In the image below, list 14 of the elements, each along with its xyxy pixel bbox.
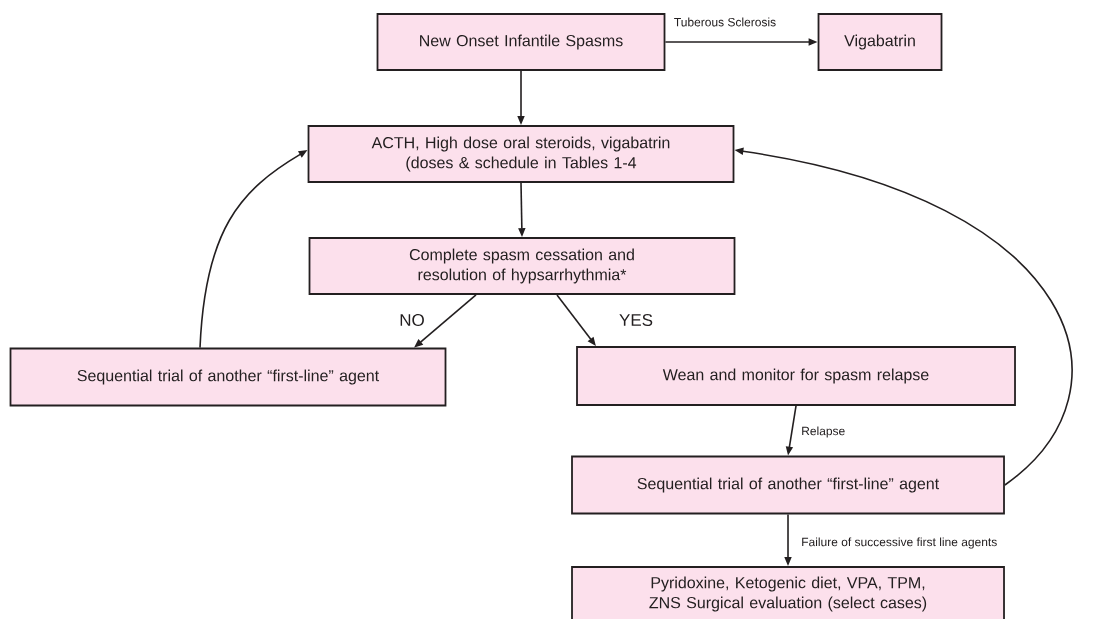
process-box: Sequential trial of another “first-line” agent <box>571 455 1005 515</box>
arrow <box>556 294 596 346</box>
process-box: Sequential trial of another “first-line” agent <box>9 347 447 407</box>
process-box: New Onset Infantile Spasms <box>376 13 666 71</box>
edge-label: YES <box>618 313 654 328</box>
edge-label: Tuberous Sclerosis <box>672 16 778 28</box>
process-box: Pyridoxine, Ketogenic diet, VPA, TPM, ZNS Surgical evaluation (select cases) <box>571 566 1005 619</box>
process-box: Wean and monitor for spasm relapse <box>576 346 1016 406</box>
edge-label: NO <box>398 313 426 328</box>
process-box: ACTH, High dose oral steroids, vigabatrin (doses & schedule in Tables 1-4 <box>307 125 735 183</box>
process-box: Vigabatrin <box>817 13 943 71</box>
edge-label: Failure of successive first line agents <box>800 536 999 550</box>
process-box: Complete spasm cessation and resolution of hypsarrhythmia* <box>308 237 736 295</box>
edge-label: Relapse <box>800 425 847 439</box>
